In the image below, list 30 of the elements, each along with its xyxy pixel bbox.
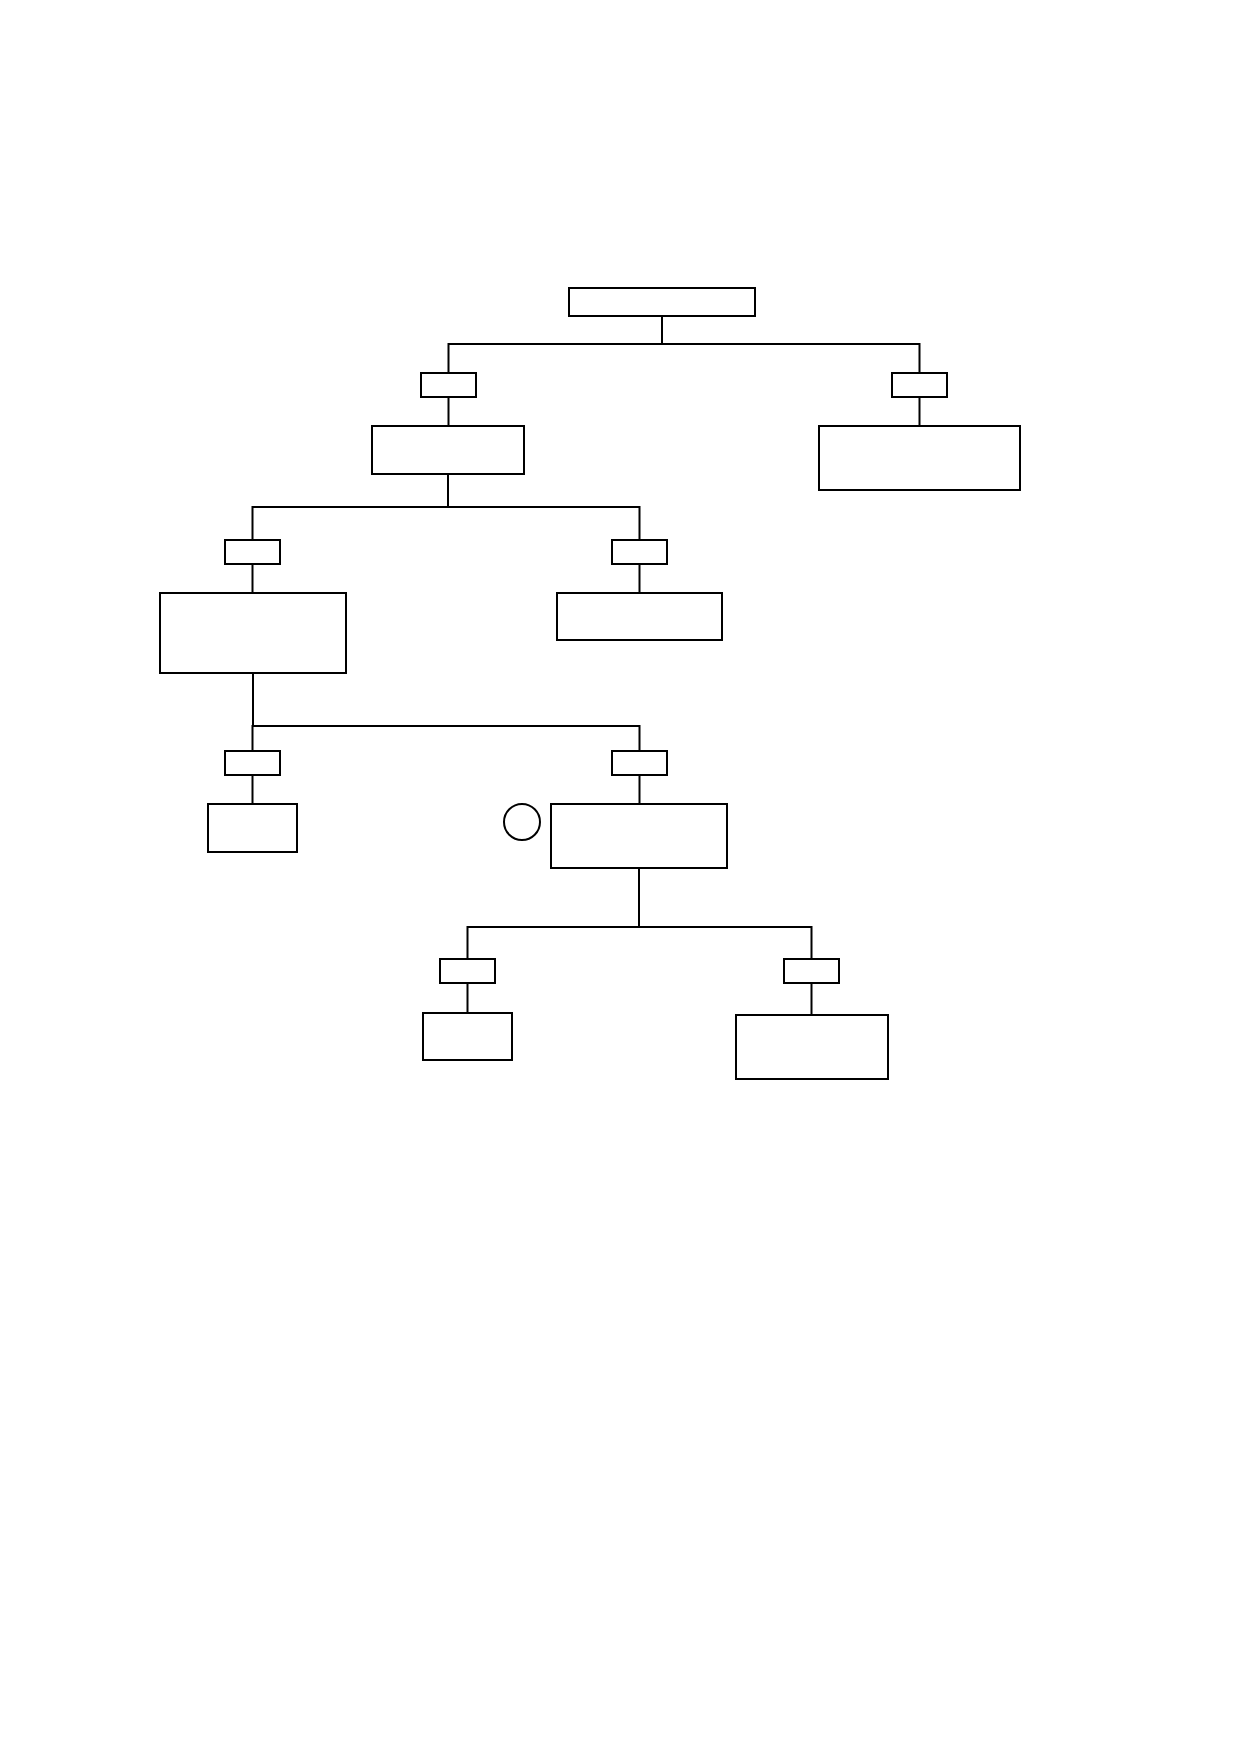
connector-line	[252, 673, 641, 751]
small-box	[891, 372, 948, 398]
empty-box	[550, 803, 728, 869]
empty-box	[735, 1014, 889, 1080]
connector-line	[638, 868, 813, 959]
connector-line	[251, 564, 254, 593]
connector-line	[447, 397, 450, 426]
connector-line	[638, 564, 641, 593]
empty-box	[422, 1012, 513, 1061]
connector-line	[661, 316, 921, 373]
empty-box	[371, 425, 525, 475]
connector-line	[638, 775, 641, 804]
small-box	[611, 539, 668, 565]
empty-box	[159, 592, 347, 674]
connector-line	[251, 775, 254, 804]
empty-box	[818, 425, 1021, 491]
connector-line	[810, 983, 813, 1015]
root-box	[568, 287, 756, 317]
empty-box	[556, 592, 723, 641]
small-box	[224, 750, 281, 776]
connector-line	[918, 397, 921, 426]
empty-circle	[503, 803, 541, 841]
small-box	[783, 958, 840, 984]
small-box	[420, 372, 477, 398]
empty-box	[207, 803, 298, 853]
connector-line	[466, 983, 469, 1013]
connector-line	[447, 474, 641, 540]
small-box	[439, 958, 496, 984]
small-box	[611, 750, 668, 776]
small-box	[224, 539, 281, 565]
